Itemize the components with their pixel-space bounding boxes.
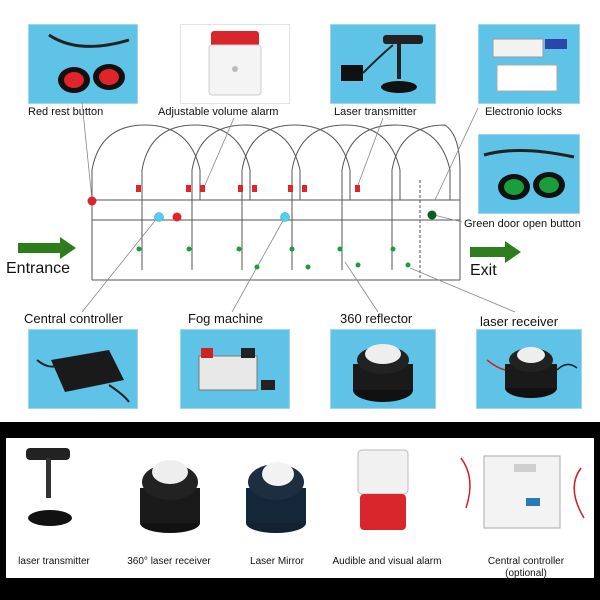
tunnel-diagram xyxy=(18,101,521,313)
reflector-label: 360 reflector xyxy=(340,311,413,326)
central-controller-icon xyxy=(460,455,585,529)
green-door-open-button-label: Green door open button xyxy=(464,218,581,230)
laser-receiver-label: laser receiver xyxy=(480,314,559,329)
red-rest-button-label: Red rest button xyxy=(28,106,104,118)
alarm-icon xyxy=(357,449,409,530)
laser-transmitter-label: Laser transmitter xyxy=(334,106,417,118)
bottom-receiver-label: 360° laser receiver xyxy=(127,556,211,567)
green-door-open-button-photo xyxy=(478,134,580,214)
bottom-alarm-label: Audible and visual alarm xyxy=(332,556,442,567)
laser-mirror-icon xyxy=(246,462,306,533)
exit-label: Exit xyxy=(470,262,497,279)
laser-transmitter-photo xyxy=(330,24,436,104)
adjustable-volume-alarm-photo xyxy=(180,24,290,104)
entrance-label: Entrance xyxy=(6,260,71,277)
reflector-photo xyxy=(330,329,436,409)
central-controller-photo xyxy=(28,329,138,409)
accessory-panel: laser transmitter 360° laser receiver La… xyxy=(6,438,594,579)
accessory-band: laser transmitter 360° laser receiver La… xyxy=(0,422,600,600)
laser-transmitter-icon xyxy=(26,448,72,526)
fog-machine-label: Fog machine xyxy=(188,311,264,326)
bottom-laser-mirror-label: Laser Mirror xyxy=(250,556,304,567)
adjustable-volume-alarm-label: Adjustable volume alarm xyxy=(158,106,279,118)
exit-arrow xyxy=(470,241,521,263)
electronic-locks-photo xyxy=(478,24,580,104)
electronic-locks-label: Electronio locks xyxy=(485,106,563,118)
bottom-central-controller-label: Central controller xyxy=(487,556,565,567)
red-rest-button-photo xyxy=(28,24,138,104)
central-controller-label: Central controller xyxy=(24,311,123,326)
fog-machine-photo xyxy=(180,329,290,409)
bottom-central-controller-note: (optional) xyxy=(505,568,547,579)
accessory-illustrations xyxy=(26,448,585,533)
bottom-laser-transmitter-label: laser transmitter xyxy=(18,556,90,567)
receiver-icon xyxy=(140,460,200,533)
entrance-arrow xyxy=(18,237,76,259)
laser-receiver-photo xyxy=(476,329,582,409)
